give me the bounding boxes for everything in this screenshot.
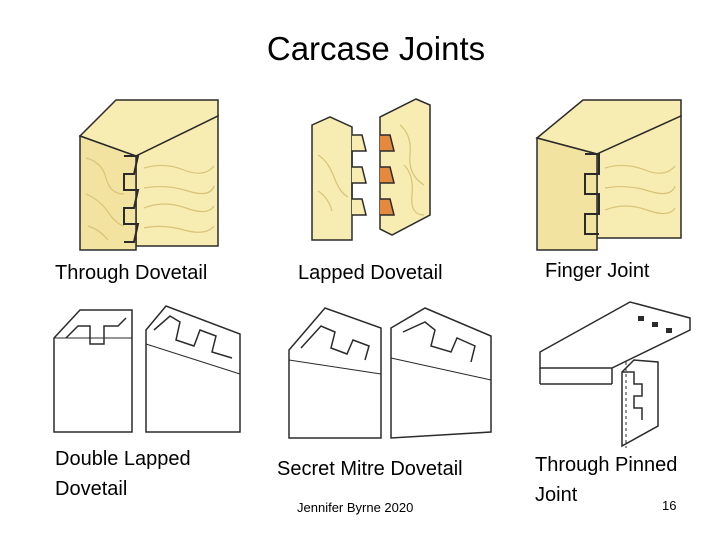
label-through-pinned-joint: Through Pinned Joint	[535, 454, 678, 506]
secret-mitre-dovetail-illustration	[285, 300, 495, 440]
label-secret-mitre-dovetail: Secret Mitre Dovetail	[277, 458, 463, 480]
finger-joint-illustration	[535, 98, 685, 258]
slide-title: Carcase Joints	[266, 30, 486, 67]
double-lapped-dovetail-illustration	[50, 300, 250, 440]
label-lapped-dovetail: Lapped Dovetail	[298, 262, 443, 284]
label-through-dovetail: Through Dovetail	[55, 262, 208, 284]
label-double-lapped-dovetail: Double Lapped Dovetail	[55, 448, 191, 500]
footer-author: Jennifer Byrne 2020	[297, 500, 414, 515]
slide-number: 16	[662, 498, 677, 513]
label-finger-joint: Finger Joint	[545, 260, 650, 282]
through-pinned-joint-illustration	[538, 300, 698, 450]
through-dovetail-illustration	[78, 98, 228, 258]
lapped-dovetail-illustration	[300, 95, 440, 245]
